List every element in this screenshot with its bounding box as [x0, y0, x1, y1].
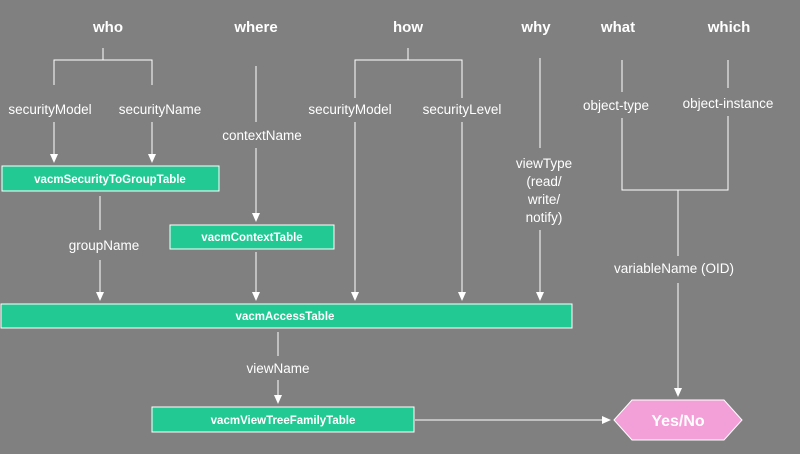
label-security-level: securityLevel: [423, 102, 502, 117]
label-group-name: groupName: [69, 238, 140, 253]
label-view-type: viewType: [516, 156, 572, 171]
header-how: how: [393, 19, 423, 36]
result-yes-no-shape: [613, 399, 743, 441]
label-object-instance: object-instance: [683, 96, 774, 111]
table-context: [169, 224, 335, 250]
label-object-type: object-type: [583, 98, 649, 113]
result-yes-no-label: Yes/No: [651, 413, 705, 430]
who-bracket-line: [53, 59, 153, 85]
table-view-tree-family-label: vacmViewTreeFamilyTable: [211, 415, 356, 427]
label-security-model-who: securityModel: [8, 102, 91, 117]
label-security-name: securityName: [119, 102, 202, 117]
header-which: which: [707, 19, 751, 36]
label-variable-name: variableName (OID): [614, 261, 734, 276]
label-context-name: contextName: [222, 128, 302, 143]
header-why: why: [520, 19, 551, 36]
label-view-type-read: (read/: [526, 174, 562, 189]
label-security-model-how: securityModel: [308, 102, 391, 117]
table-access-label: vacmAccessTable: [236, 311, 335, 323]
table-access: [0, 303, 573, 329]
table-security-to-group-label: vacmSecurityToGroupTable: [34, 174, 186, 186]
header-where: where: [233, 19, 277, 36]
table-view-tree-family: [151, 406, 415, 433]
how-bracket-line: [354, 59, 463, 98]
header-what: what: [600, 19, 635, 36]
label-view-name: viewName: [246, 361, 309, 376]
label-view-type-notify: notify): [526, 210, 563, 225]
table-context-label: vacmContextTable: [201, 232, 302, 244]
what-which-bracket-line: [621, 116, 729, 191]
header-who: who: [92, 19, 123, 36]
table-security-to-group: [1, 165, 220, 192]
label-view-type-write: write/: [527, 192, 561, 207]
